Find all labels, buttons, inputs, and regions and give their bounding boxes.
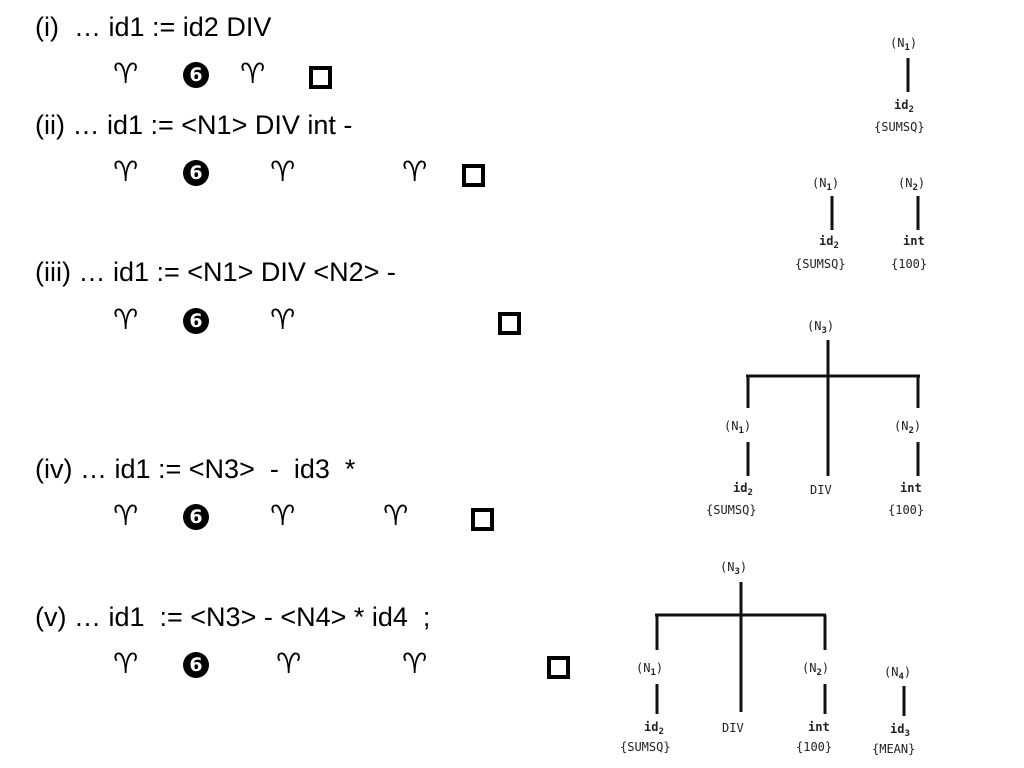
- ram-icon: ♈: [270, 499, 296, 532]
- step-i-text: (i) … id1 := id2 DIV: [35, 12, 272, 42]
- tree-leaf-value: {SUMSQ}: [874, 120, 925, 134]
- square-icon: [462, 164, 485, 187]
- square-icon: [471, 508, 494, 531]
- tree-leaf-id: id2: [894, 98, 914, 115]
- tree-leaf-value: {SUMSQ}: [706, 503, 757, 517]
- tree-node-n4: (N4): [884, 665, 911, 682]
- tree-leaf-value: {100}: [796, 740, 832, 754]
- tree-leaf-value: {SUMSQ}: [795, 257, 846, 271]
- square-icon: [547, 656, 570, 679]
- square-icon: [309, 66, 332, 89]
- parse-tree-2: (N1) id2 {SUMSQ} (N2) int {100}: [795, 176, 927, 271]
- tree-node-n1: (N1): [890, 36, 917, 53]
- parse-tree-1: (N1) id2 {SUMSQ}: [874, 36, 925, 134]
- step-iii-text: (iii) … id1 := <N1> DIV <N2> -: [35, 257, 396, 287]
- six-icon: 6: [183, 308, 209, 334]
- ram-icon: ♈: [113, 155, 139, 188]
- step-ii-text: (ii) … id1 := <N1> DIV int -: [35, 110, 353, 140]
- tree-leaf-value: {MEAN}: [872, 742, 915, 756]
- tree-node-n1: (N1): [636, 661, 663, 678]
- parse-tree-3: (N3) (N1) id2 {SUMSQ} DIV (N2) int {100}: [706, 319, 924, 517]
- six-icon: 6: [183, 504, 209, 530]
- tree-leaf-id: id2: [644, 720, 664, 737]
- ram-icon: ♈: [113, 303, 139, 336]
- ram-icon: ♈: [113, 57, 139, 90]
- tree-node-n3: (N3): [720, 560, 747, 577]
- tree-leaf-value: {100}: [888, 503, 924, 517]
- tree-leaf-id: id2: [819, 234, 839, 251]
- ram-icon: ♈: [113, 647, 139, 680]
- step-v-text: (v) … id1 := <N3> - <N4> * id4 ;: [35, 602, 431, 632]
- tree-leaf-div: DIV: [722, 721, 744, 735]
- six-icon: 6: [183, 652, 209, 678]
- tree-leaf-int: int: [808, 720, 830, 734]
- ram-icon: ♈: [276, 647, 302, 680]
- square-icon: [498, 312, 521, 335]
- tree-leaf-id: id2: [733, 481, 753, 498]
- tree-node-n1: (N1): [724, 419, 751, 436]
- parse-tree-4: (N3) (N1) id2 {SUMSQ} DIV (N2) int {100}…: [620, 560, 915, 756]
- tree-leaf-div: DIV: [810, 483, 832, 497]
- tree-node-n1: (N1): [812, 176, 839, 193]
- tree-leaf-int: int: [900, 481, 922, 495]
- tree-leaf-int: int: [903, 234, 925, 248]
- tree-node-n3: (N3): [807, 319, 834, 336]
- six-icon: 6: [183, 62, 209, 88]
- tree-node-n2: (N2): [802, 661, 829, 678]
- tree-leaf-value: {SUMSQ}: [620, 740, 671, 754]
- ram-icon: ♈: [402, 155, 428, 188]
- ram-icon: ♈: [240, 57, 266, 90]
- step-iv-text: (iv) … id1 := <N3> - id3 *: [35, 454, 356, 484]
- ram-icon: ♈: [113, 499, 139, 532]
- tree-leaf-value: {100}: [891, 257, 927, 271]
- ram-icon: ♈: [270, 155, 296, 188]
- tree-node-n2: (N2): [898, 176, 925, 193]
- six-icon: 6: [183, 160, 209, 186]
- tree-leaf-id: id3: [890, 722, 910, 739]
- ram-icon: ♈: [270, 303, 296, 336]
- tree-node-n2: (N2): [894, 419, 921, 436]
- ram-icon: ♈: [402, 647, 428, 680]
- ram-icon: ♈: [383, 499, 409, 532]
